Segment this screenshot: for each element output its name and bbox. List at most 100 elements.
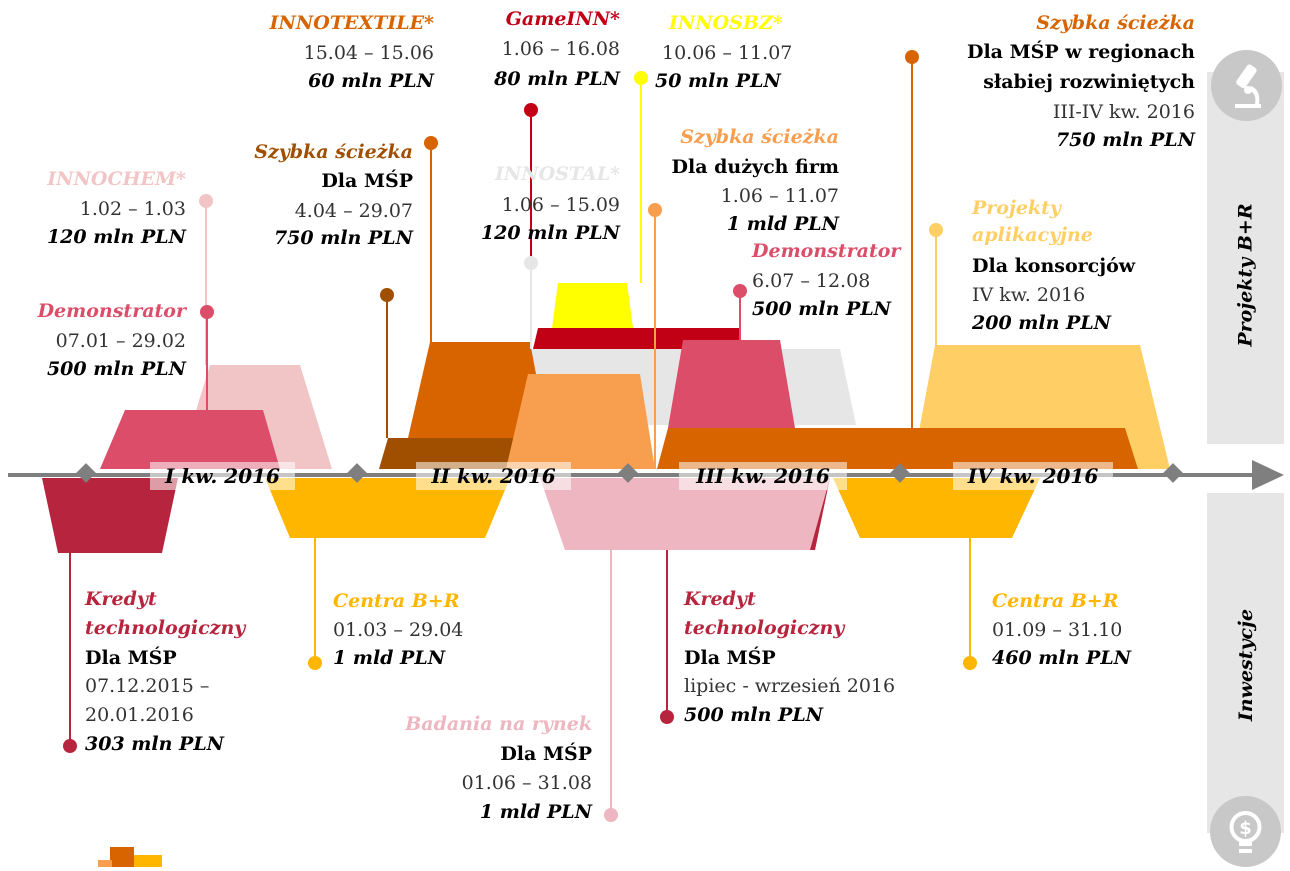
pin-dot-innostal — [524, 256, 538, 270]
lightbulb-dollar-icon: $ — [1210, 796, 1281, 867]
szybka-duze-amount: 1 mld PLN — [726, 213, 839, 235]
badania-subtitle: Dla MŚP — [500, 743, 592, 765]
pin-dot-innochem — [199, 194, 213, 208]
demonstrator-2-title: Demonstrator — [752, 240, 901, 262]
innochem-amount: 120 mln PLN — [46, 226, 186, 248]
bar-szybka-duze — [506, 374, 655, 469]
gameinn-amount: 80 mln PLN — [494, 68, 620, 90]
quarter-label-1: I kw. 2016 — [150, 462, 295, 490]
bar-innosbz — [552, 283, 633, 328]
kredyt-2-amount: 500 mln PLN — [684, 704, 824, 726]
bar-centra-2 — [833, 478, 1040, 538]
innotextile-amount: 60 mln PLN — [308, 70, 434, 92]
projekty-aplikacyjne-subtitle: Dla konsorcjów — [972, 255, 1136, 277]
rd-sidebar-title: Projekty B+R — [1235, 203, 1257, 347]
quarter-label-2: II kw. 2016 — [416, 462, 571, 490]
demonstrator-1-amount: 500 mln PLN — [46, 358, 186, 380]
investment-sidebar — [1207, 493, 1284, 833]
centra-2-title: Centra B+R — [992, 590, 1119, 612]
bar-badania — [540, 478, 830, 550]
bar-innotextile — [408, 342, 548, 438]
centra-1-title: Centra B+R — [333, 590, 460, 612]
bar-centra-1 — [265, 478, 510, 538]
pin-dot-szybka-duze — [648, 203, 662, 217]
szybka-msp-dates: 4.04 – 29.07 — [294, 200, 413, 222]
innostal-title: INNOSTAL* — [494, 163, 620, 185]
innochem-title: INNOCHEM* — [47, 168, 186, 190]
bar-demonstrator-2 — [668, 340, 795, 428]
innotextile-title: INNOTEXTILE* — [269, 12, 434, 34]
centra-2-amount: 460 mln PLN — [992, 647, 1132, 669]
innochem-dates: 1.02 – 1.03 — [79, 198, 186, 220]
kredyt-1-title-1: Kredyt — [85, 588, 157, 610]
szybka-regiony-dates: III-IV kw. 2016 — [1052, 101, 1195, 123]
svg-text:$: $ — [1239, 818, 1252, 839]
innosbz-amount: 50 mln PLN — [655, 70, 781, 92]
pin-dot-szybka-regiony — [905, 50, 919, 64]
szybka-regiony-title: Szybka ścieżka — [1036, 12, 1195, 34]
demonstrator-1-title: Demonstrator — [37, 300, 186, 322]
kredyt-1-dates-1: 07.12.2015 – — [85, 675, 210, 697]
szybka-msp-amount: 750 mln PLN — [273, 227, 413, 249]
axis-tick — [1163, 463, 1183, 483]
innotextile-dates: 15.04 – 15.06 — [303, 42, 434, 64]
szybka-duze-title: Szybka ścieżka — [680, 126, 839, 148]
kredyt-1-amount: 303 mln PLN — [85, 733, 225, 755]
szybka-duze-dates: 1.06 – 11.07 — [720, 185, 839, 207]
innostal-amount: 120 mln PLN — [480, 222, 620, 244]
bar-szybka-regiony — [657, 428, 1138, 469]
pin-dot-demonstrator-1 — [200, 305, 214, 319]
quarter-label-4: IV kw. 2016 — [953, 462, 1113, 490]
gameinn-title: GameINN* — [505, 8, 620, 30]
investment-sidebar-title: Inwestycje — [1235, 608, 1258, 722]
microscope-icon — [1211, 50, 1282, 121]
pin-dot-badania — [604, 808, 618, 822]
badania-title: Badania na rynek — [405, 713, 592, 735]
logo-mark — [98, 847, 162, 867]
pin-dot-szybka-msp — [380, 288, 394, 302]
innosbz-title: INNOSBZ* — [669, 12, 783, 34]
szybka-regiony-subtitle-2: słabiej rozwiniętych — [983, 71, 1195, 93]
bar-demonstrator-1 — [100, 410, 280, 469]
kredyt-1-title-2: technologiczny — [85, 617, 246, 639]
projekty-aplikacyjne-title-1: Projekty — [972, 197, 1061, 219]
innostal-dates: 1.06 – 15.09 — [501, 194, 620, 216]
pin-dot-innotextile — [424, 136, 438, 150]
szybka-msp-title: Szybka ścieżka — [254, 141, 413, 163]
szybka-regiony-subtitle-1: Dla MŚP w regionach — [966, 41, 1195, 63]
rd-sidebar — [1207, 72, 1284, 444]
kredyt-2-title-1: Kredyt — [684, 588, 756, 610]
demonstrator-2-dates: 6.07 – 12.08 — [752, 270, 871, 292]
pin-dot-centra-2 — [963, 656, 977, 670]
pin-dot-projekty-aplikacyjne — [929, 223, 943, 237]
centra-1-dates: 01.03 – 29.04 — [333, 619, 464, 641]
pin-dot-centra-1 — [308, 656, 322, 670]
projekty-aplikacyjne-amount: 200 mln PLN — [972, 312, 1112, 334]
quarter-label-3: III kw. 2016 — [679, 462, 847, 490]
pin-dot-demonstrator-2 — [733, 284, 747, 298]
bar-kredyt-1 — [42, 478, 178, 553]
badania-amount: 1 mld PLN — [479, 801, 592, 823]
axis-ticks — [76, 463, 1183, 483]
centra-1-amount: 1 mld PLN — [333, 647, 446, 669]
kredyt-1-subtitle: Dla MŚP — [85, 647, 177, 669]
pin-dot-kredyt-1 — [63, 739, 77, 753]
axis-tick — [618, 463, 638, 483]
kredyt-1-dates-2: 20.01.2016 — [85, 704, 194, 726]
szybka-duze-subtitle: Dla dużych firm — [671, 156, 839, 178]
badania-dates: 01.06 – 31.08 — [461, 772, 592, 794]
kredyt-2-dates: lipiec - wrzesień 2016 — [684, 675, 896, 697]
axis-tick — [76, 463, 96, 483]
kredyt-2-title-2: technologiczny — [684, 617, 845, 639]
szybka-regiony-amount: 750 mln PLN — [1055, 129, 1195, 151]
axis-tick — [890, 463, 910, 483]
szybka-msp-subtitle: Dla MŚP — [321, 170, 413, 192]
centra-2-dates: 01.09 – 31.10 — [992, 619, 1123, 641]
demonstrator-1-dates: 07.01 – 29.02 — [55, 330, 186, 352]
kredyt-2-subtitle: Dla MŚP — [684, 647, 776, 669]
innosbz-dates: 10.06 – 11.07 — [662, 42, 793, 64]
pin-dot-gameinn — [524, 103, 538, 117]
projekty-aplikacyjne-dates: IV kw. 2016 — [972, 284, 1086, 306]
